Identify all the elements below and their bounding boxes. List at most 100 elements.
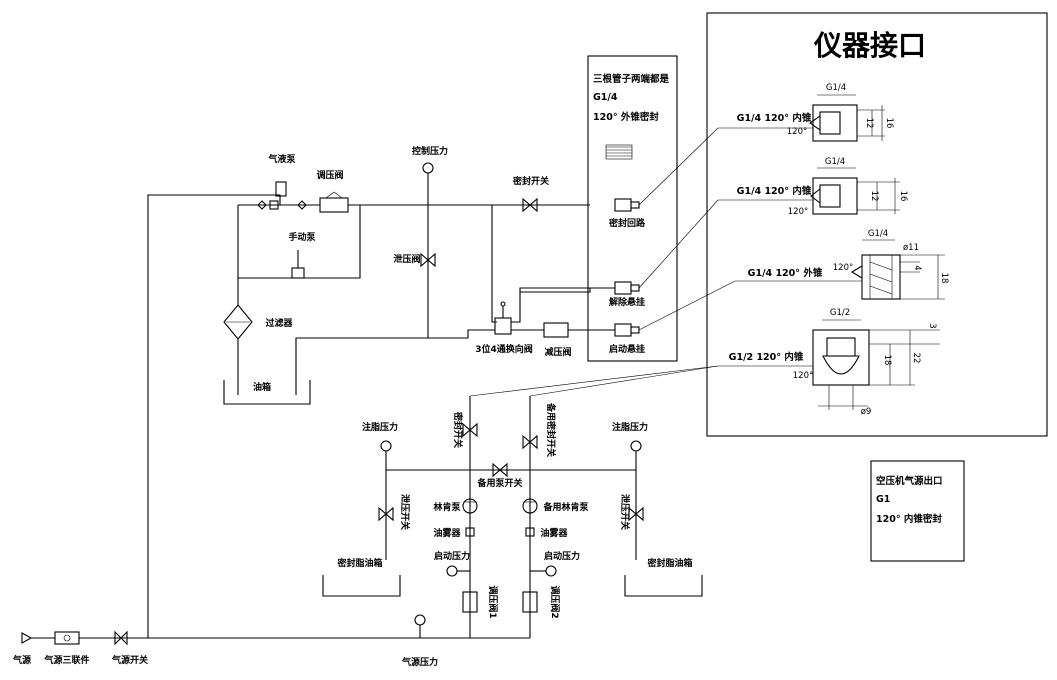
panel-border	[706, 12, 1048, 437]
seal-circuit-label: 密封回路	[608, 217, 646, 229]
grease-tank-left-label: 密封脂油箱	[336, 557, 382, 569]
filter-label: 过滤器	[265, 317, 293, 329]
control-pressure-gauge-icon	[422, 162, 434, 174]
start-pressure-left-label: 启动压力	[434, 550, 470, 562]
relief-valve-icon	[420, 252, 436, 268]
air-pressure-gauge-icon	[414, 614, 426, 626]
gas-pump-label: 气液泵	[267, 153, 296, 165]
manual-pump-label: 手动泵	[288, 231, 316, 243]
pipe-note-line2: G1/4	[593, 92, 618, 103]
start-hang-label: 启动悬挂	[609, 343, 645, 355]
manual-pump-symbol	[291, 267, 305, 279]
air-note-box: 空压机气源出口 G1 120° 内锥密封	[870, 460, 965, 562]
relief-switch-left-label: 泄压开关	[399, 494, 411, 530]
oil-tank-label: 油箱	[253, 381, 271, 393]
air-triple-label: 气源三联件	[43, 654, 89, 666]
instrument-interface-panel: 仪器接口 G1/4 12 16 120° G1/4 120° 内锥 G1/4	[706, 12, 1048, 437]
lower-circuit: 密封开关 备用密封开关 备用泵开关 注脂压力 泄压开关 密封脂油箱 注脂压力 泄…	[322, 365, 719, 638]
start-pressure-right-label: 启动压力	[544, 550, 580, 562]
grease-tank-right-symbol	[624, 575, 703, 597]
reducing-valve-symbol	[543, 322, 569, 338]
backup-lincoln-pump-label: 备用林肯泵	[542, 501, 589, 513]
grease-pressure-left-label: 注脂压力	[362, 421, 398, 433]
connector-4-dim-h1: 18	[882, 355, 892, 366]
air-source-label: 气源	[12, 654, 31, 666]
connector-2-dim-angle: 120°	[788, 207, 808, 217]
relief-switch-right-label: 泄压开关	[619, 494, 631, 530]
regulator-symbol	[319, 197, 349, 213]
connector-2-dim-top: G1/4	[825, 157, 845, 167]
air-note-line3: 120° 内锥密封	[876, 513, 942, 525]
grease-tank-left-symbol	[322, 575, 401, 597]
grease-pressure-right-gauge-icon	[630, 440, 642, 452]
gas-pump-symbol	[275, 181, 287, 197]
panel-title: 仪器接口	[813, 29, 926, 62]
connector-1-dim-h2: 16	[884, 118, 894, 129]
seal-circuit-port	[614, 198, 632, 212]
check-valve-icon	[257, 200, 267, 210]
grease-pressure-left-gauge-icon	[380, 440, 392, 452]
connector-1-dim-top: G1/4	[826, 83, 846, 93]
mist-right-label: 油雾器	[540, 527, 568, 539]
reg-valve-1-label: 调压阀1	[487, 585, 499, 618]
air-triple-symbol	[54, 631, 80, 645]
three-way-valve-label: 3位4通换向阀	[475, 343, 533, 355]
connector-3-label: G1/4 120° 外锥	[748, 267, 823, 279]
connector-3-dim-h1: 4	[912, 265, 922, 270]
lincoln-pump-symbol	[462, 498, 478, 514]
connector-3-dim-h2: 18	[939, 273, 949, 284]
connector-4-label: G1/2 120° 内锥	[729, 351, 804, 363]
connector-1-dim-h1: 12	[864, 118, 874, 129]
seal-switch-v-label: 密封开关	[452, 411, 464, 448]
connector-2-drawing: G1/4 12 16 120° G1/4 120° 内锥	[718, 157, 908, 217]
oil-tank-symbol	[223, 380, 311, 405]
lincoln-pump-label: 林肯泵	[433, 501, 461, 513]
release-hang-port	[614, 281, 632, 295]
pipe-note-line1: 三根管子两端都是	[593, 73, 670, 85]
pipe-note-line3: 120° 外锥密封	[593, 111, 659, 123]
connector-1-dim-angle: 120°	[787, 127, 807, 137]
connector-3-dim-d: ø11	[903, 243, 919, 253]
check-valve-icon	[297, 200, 307, 210]
connector-1-label: G1/4 120° 内锥	[737, 112, 812, 124]
connector-1-drawing: G1/4 12 16 120° G1/4 120° 内锥	[718, 83, 894, 142]
regulator-label: 调压阀	[316, 169, 343, 181]
air-note-line2: G1	[876, 494, 890, 505]
connector-2-dim-h2: 16	[898, 191, 908, 202]
reg-valve-2-symbol	[522, 591, 538, 613]
mist-right-symbol	[525, 527, 535, 537]
air-pressure-label: 气源压力	[401, 656, 438, 668]
connector-3-dim-angle: 120°	[833, 263, 853, 273]
connector-3-drawing: G1/4 ø11 4 18 120° G1/4 120° 外锥	[735, 229, 949, 300]
backup-seal-switch-v-label: 备用密封开关	[545, 402, 557, 457]
start-pressure-left-gauge-icon	[446, 565, 458, 577]
backup-pump-switch-icon	[492, 462, 508, 478]
three-way-valve-symbol	[494, 317, 512, 335]
relief-switch-left-icon	[378, 506, 394, 522]
reg-valve-2-label: 调压阀2	[549, 585, 561, 618]
seal-switch-v-icon	[462, 422, 478, 438]
air-switch-label: 气源开关	[111, 654, 148, 666]
start-pressure-right-gauge-icon	[545, 565, 557, 577]
release-hang-label: 解除悬挂	[609, 296, 645, 308]
reg-valve-1-symbol	[462, 591, 478, 613]
control-pressure-label: 控制压力	[412, 145, 448, 157]
upper-circuit: 气液泵 调压阀 手动泵 过滤器 油箱 控制压力 泄压阀 密封开关	[147, 127, 736, 638]
connector-3-dim-top: G1/4	[868, 229, 888, 239]
mist-left-symbol	[465, 527, 475, 537]
seal-switch-label: 密封开关	[512, 175, 549, 187]
relief-valve-label: 泄压阀	[393, 253, 420, 265]
pipe-note-box: 三根管子两端都是 G1/4 120° 外锥密封	[587, 55, 678, 362]
connector-4-dim-h0: 3	[927, 323, 937, 328]
relief-switch-right-icon	[628, 506, 644, 522]
backup-seal-switch-v-icon	[522, 434, 538, 450]
mist-left-label: 油雾器	[433, 527, 461, 539]
connector-2-dim-h1: 12	[869, 191, 879, 202]
grease-tank-right-label: 密封脂油箱	[646, 557, 692, 569]
connector-4-dim-h2: 22	[911, 353, 921, 364]
reducing-valve-label: 减压阀	[544, 346, 571, 358]
backup-pump-switch-label: 备用泵开关	[476, 477, 522, 489]
connector-4-dim-angle: 120°	[793, 371, 813, 381]
connector-4-dim-d: ø9	[861, 407, 872, 417]
seal-switch-valve-icon	[522, 197, 538, 213]
